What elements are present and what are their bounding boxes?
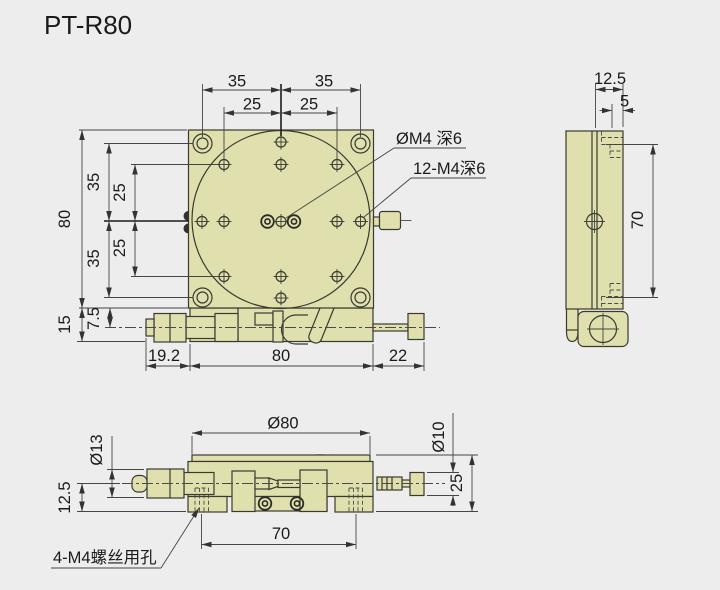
page-title: PT-R80 — [44, 10, 132, 40]
dim-left-25-lower: 25 — [111, 239, 129, 257]
dim-left-25-upper: 25 — [111, 183, 129, 201]
stage-body — [187, 460, 374, 498]
dim-left-35-upper: 35 — [85, 173, 103, 191]
worm-contact — [183, 223, 189, 234]
front-left-dimensions: 80 35 25 25 35 15 7.5 — [56, 129, 217, 342]
table-edge — [191, 454, 371, 463]
label-circle-holes: 12-M4深6 — [413, 159, 485, 178]
worm-contact — [183, 211, 189, 221]
bottom-dimensions: Ø80 Ø13 12.5 Ø10 25 70 — [56, 413, 478, 549]
dim-side-5: 5 — [620, 93, 629, 111]
dim-dia-10: Ø10 — [430, 421, 448, 452]
front-micrometer-assembly — [105, 297, 440, 345]
side-hidden-holes — [601, 131, 623, 309]
dim-left-15: 15 — [56, 315, 74, 333]
dim-top-35-right: 35 — [315, 73, 333, 91]
front-annotations: ØM4 深6 12-M4深6 — [285, 129, 486, 219]
side-adjuster — [378, 210, 402, 231]
dim-bottom-22: 22 — [389, 347, 407, 365]
dim-dia-80: Ø80 — [267, 415, 298, 433]
side-dimensions: 12.5 5 70 — [594, 70, 658, 298]
dim-bottom-25: 25 — [448, 474, 466, 492]
bottom-view: Ø80 Ø13 12.5 Ø10 25 70 4-M4螺丝 — [51, 413, 478, 569]
dim-bottom-12-5: 12.5 — [56, 481, 74, 513]
drive-knob — [409, 471, 425, 497]
left-foot — [187, 495, 228, 513]
dim-bottom-19-2: 19.2 — [148, 347, 180, 365]
dim-top-35-left: 35 — [228, 73, 246, 91]
dim-bottom-80: 80 — [272, 347, 290, 365]
dim-left-7-5: 7.5 — [85, 307, 103, 330]
front-view: 35 35 25 25 80 35 25 25 35 — [56, 73, 486, 371]
dim-left-80: 80 — [56, 210, 74, 228]
front-plate — [183, 129, 413, 310]
label-mount-holes: 4-M4螺丝用孔 — [53, 548, 157, 567]
label-center-hole: ØM4 深6 — [396, 129, 462, 148]
right-foot — [334, 495, 374, 513]
dim-side-70: 70 — [629, 211, 647, 229]
side-view: 12.5 5 70 — [565, 70, 658, 348]
dim-top-25-left: 25 — [243, 96, 261, 114]
dim-top-25-right: 25 — [300, 96, 318, 114]
bottom-annotations: 4-M4螺丝用孔 — [51, 507, 200, 569]
front-top-dimensions: 35 35 25 25 — [202, 73, 361, 159]
dim-left-35-lower: 35 — [85, 249, 103, 267]
dim-side-12-5: 12.5 — [594, 70, 626, 88]
dim-dia-13: Ø13 — [88, 434, 106, 465]
dim-bottom-70: 70 — [272, 525, 290, 543]
front-bottom-dimensions: 19.2 80 22 — [145, 338, 425, 371]
